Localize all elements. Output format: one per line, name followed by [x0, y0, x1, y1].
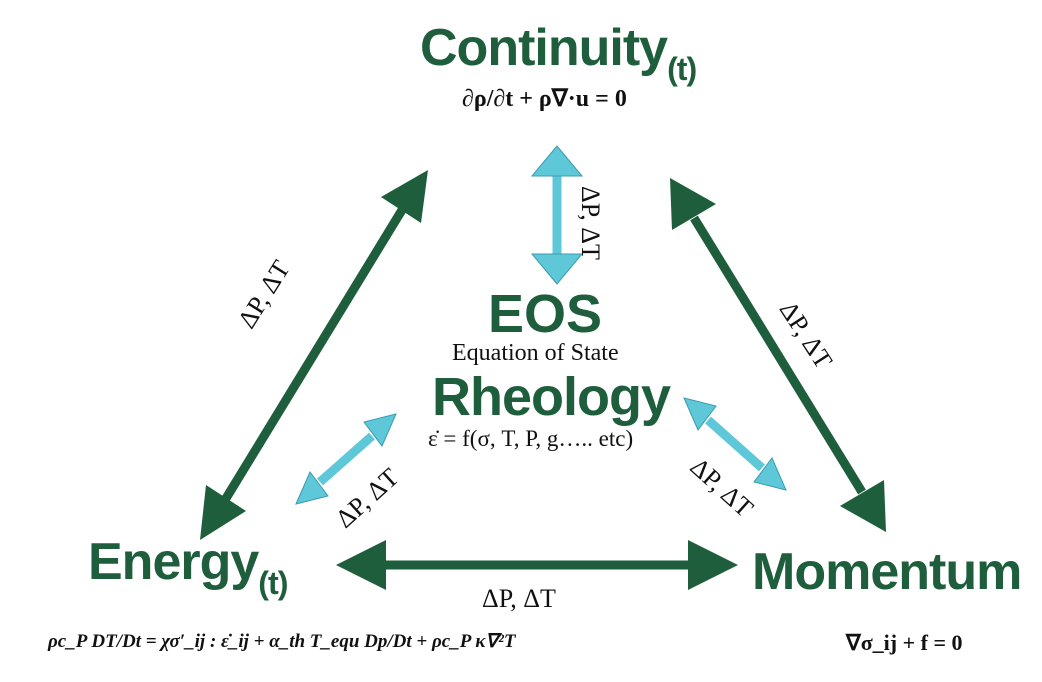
continuity-title-text: Continuity — [420, 19, 668, 77]
continuity-equation: ∂ρ/∂t + ρ∇·u = 0 — [462, 84, 627, 113]
energy-equation-text: ρc_P DT/Dt = χσ′_ij : ε̇_ij + α_th T_equ… — [48, 631, 516, 652]
continuity-equation-text: ∂ρ/∂t + ρ∇·u = 0 — [462, 86, 627, 112]
arrow-rheology-momentum — [683, 397, 787, 491]
arrow-continuity-momentum — [670, 178, 886, 532]
continuity-subscript: (t) — [667, 50, 697, 87]
rheology-title: Rheology — [432, 366, 671, 428]
eos-subtitle: Equation of State — [452, 340, 619, 367]
momentum-title: Momentum — [752, 542, 1022, 602]
eos-title: EOS — [488, 283, 602, 345]
arrow-energy-momentum — [336, 540, 738, 590]
edge-label-continuity-eos: ΔP, ΔT — [576, 186, 605, 260]
momentum-title-text: Momentum — [752, 543, 1022, 601]
energy-equation: ρc_P DT/Dt = χσ′_ij : ε̇_ij + α_th T_equ… — [48, 630, 515, 653]
arrow-rheology-energy — [295, 413, 397, 505]
energy-title: Energy(t) — [88, 532, 289, 601]
momentum-equation: ∇σ_ij + f = 0 — [846, 630, 963, 656]
energy-subscript: (t) — [258, 564, 288, 601]
eos-title-text: EOS — [488, 284, 603, 344]
rheology-equation: ε̇ = f(σ, T, P, g….. etc) — [428, 426, 633, 452]
arrow-continuity-energy — [200, 170, 428, 540]
momentum-equation-text: ∇σ_ij + f = 0 — [846, 630, 963, 655]
continuity-title: Continuity(t) — [420, 18, 697, 87]
rheology-equation-text: ε̇ = f(σ, T, P, g….. etc) — [428, 426, 634, 451]
energy-title-text: Energy — [88, 533, 259, 591]
arrow-continuity-eos — [530, 145, 584, 285]
eos-subtitle-text: Equation of State — [452, 340, 619, 366]
edge-label-energy-momentum: ΔP, ΔT — [482, 584, 556, 613]
rheology-title-text: Rheology — [432, 367, 671, 427]
